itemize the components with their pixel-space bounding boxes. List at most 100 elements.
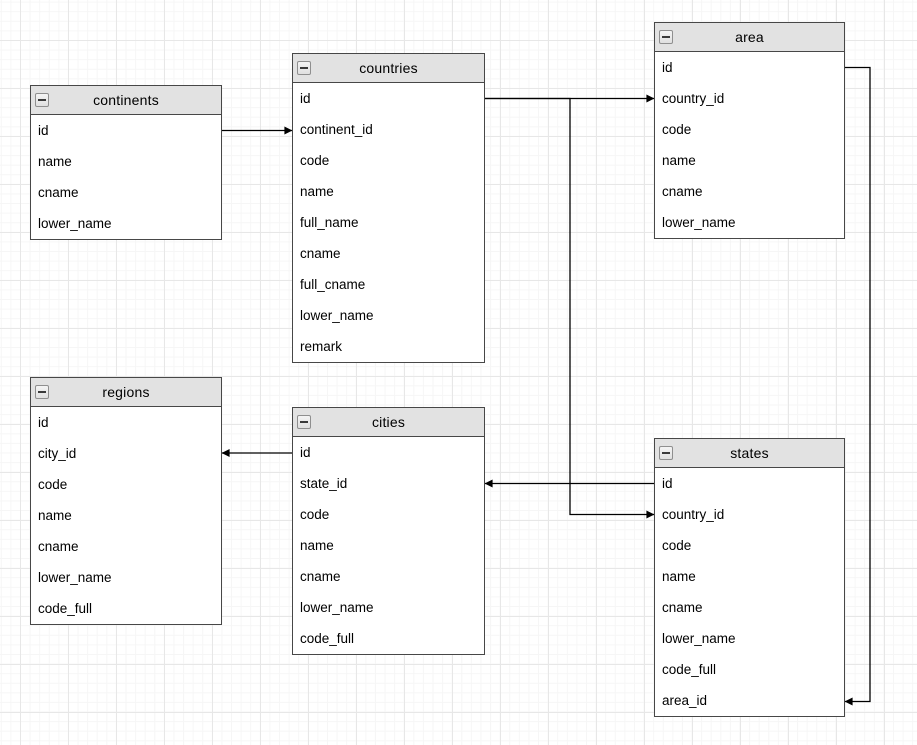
field-label: id (38, 123, 49, 138)
field-row-countries-full_cname[interactable]: full_cname (293, 269, 484, 300)
field-row-countries-full_name[interactable]: full_name (293, 207, 484, 238)
field-label: country_id (662, 91, 725, 106)
field-row-states-code[interactable]: code (655, 530, 844, 561)
field-row-cities-name[interactable]: name (293, 530, 484, 561)
table-header-cities[interactable]: cities (293, 408, 484, 437)
field-row-continents-lower_name[interactable]: lower_name (31, 208, 221, 239)
table-title: cities (371, 414, 406, 430)
table-title: continents (93, 92, 159, 108)
collapse-minus-icon[interactable] (297, 61, 311, 75)
table-title: countries (359, 60, 418, 76)
field-label: id (662, 476, 673, 491)
table-header-area[interactable]: area (655, 23, 844, 52)
field-row-states-lower_name[interactable]: lower_name (655, 623, 844, 654)
field-row-states-name[interactable]: name (655, 561, 844, 592)
collapse-minus-icon[interactable] (35, 93, 49, 107)
table-header-continents[interactable]: continents (31, 86, 221, 115)
field-label: code (300, 507, 330, 522)
field-label: name (662, 153, 696, 168)
field-label: name (38, 508, 72, 523)
field-row-countries-continent_id[interactable]: continent_id (293, 114, 484, 145)
field-label: lower_name (300, 600, 374, 615)
connector-area.id-to-states.area_id[interactable] (844, 66, 871, 706)
field-row-regions-lower_name[interactable]: lower_name (31, 562, 221, 593)
table-title: regions (102, 384, 150, 400)
field-row-area-code[interactable]: code (655, 114, 844, 145)
field-row-continents-id[interactable]: id (31, 115, 221, 146)
field-row-continents-name[interactable]: name (31, 146, 221, 177)
field-label: id (300, 445, 311, 460)
field-row-countries-name[interactable]: name (293, 176, 484, 207)
field-label: cname (38, 185, 79, 200)
field-label: cname (662, 600, 703, 615)
field-row-countries-lower_name[interactable]: lower_name (293, 300, 484, 331)
field-row-area-id[interactable]: id (655, 52, 844, 83)
field-label: name (38, 154, 72, 169)
field-row-countries-remark[interactable]: remark (293, 331, 484, 362)
field-label: code (300, 153, 330, 168)
field-row-cities-state_id[interactable]: state_id (293, 468, 484, 499)
field-row-states-area_id[interactable]: area_id (655, 685, 844, 716)
field-label: cname (662, 184, 703, 199)
field-row-countries-cname[interactable]: cname (293, 238, 484, 269)
table-header-countries[interactable]: countries (293, 54, 484, 83)
connector-countries.id-to-states.country_id[interactable] (485, 97, 655, 519)
field-row-cities-code_full[interactable]: code_full (293, 623, 484, 654)
field-row-area-country_id[interactable]: country_id (655, 83, 844, 114)
collapse-minus-icon[interactable] (659, 30, 673, 44)
field-row-states-id[interactable]: id (655, 468, 844, 499)
field-label: code (662, 538, 692, 553)
field-row-regions-city_id[interactable]: city_id (31, 438, 221, 469)
collapse-minus-icon[interactable] (35, 385, 49, 399)
field-row-cities-id[interactable]: id (293, 437, 484, 468)
field-label: full_cname (300, 277, 366, 292)
field-label: cname (38, 539, 79, 554)
field-label: cname (300, 246, 341, 261)
field-row-cities-code[interactable]: code (293, 499, 484, 530)
field-row-continents-cname[interactable]: cname (31, 177, 221, 208)
field-label: code (38, 477, 68, 492)
field-row-area-lower_name[interactable]: lower_name (655, 207, 844, 238)
field-row-regions-code[interactable]: code (31, 469, 221, 500)
table-header-states[interactable]: states (655, 439, 844, 468)
field-label: remark (300, 339, 343, 354)
field-row-area-cname[interactable]: cname (655, 176, 844, 207)
field-label: id (38, 415, 49, 430)
field-label: id (300, 91, 311, 106)
field-row-countries-code[interactable]: code (293, 145, 484, 176)
field-row-cities-lower_name[interactable]: lower_name (293, 592, 484, 623)
field-label: code_full (38, 601, 93, 616)
field-row-states-cname[interactable]: cname (655, 592, 844, 623)
field-row-regions-name[interactable]: name (31, 500, 221, 531)
field-label: name (662, 569, 696, 584)
field-row-states-code_full[interactable]: code_full (655, 654, 844, 685)
field-label: lower_name (300, 308, 374, 323)
table-continents[interactable]: continents id name cname lower_name (30, 85, 222, 240)
field-row-area-name[interactable]: name (655, 145, 844, 176)
field-row-regions-code_full[interactable]: code_full (31, 593, 221, 624)
field-label: name (300, 184, 334, 199)
field-row-countries-id[interactable]: id (293, 83, 484, 114)
field-label: country_id (662, 507, 725, 522)
field-label: city_id (38, 446, 77, 461)
field-row-cities-cname[interactable]: cname (293, 561, 484, 592)
collapse-minus-icon[interactable] (659, 446, 673, 460)
field-row-states-country_id[interactable]: country_id (655, 499, 844, 530)
table-header-regions[interactable]: regions (31, 378, 221, 407)
field-label: code (662, 122, 692, 137)
field-label: cname (300, 569, 341, 584)
field-label: area_id (662, 693, 708, 708)
field-row-regions-id[interactable]: id (31, 407, 221, 438)
collapse-minus-icon[interactable] (297, 415, 311, 429)
field-row-regions-cname[interactable]: cname (31, 531, 221, 562)
field-label: continent_id (300, 122, 373, 137)
field-label: lower_name (662, 215, 736, 230)
table-title: states (730, 445, 769, 461)
